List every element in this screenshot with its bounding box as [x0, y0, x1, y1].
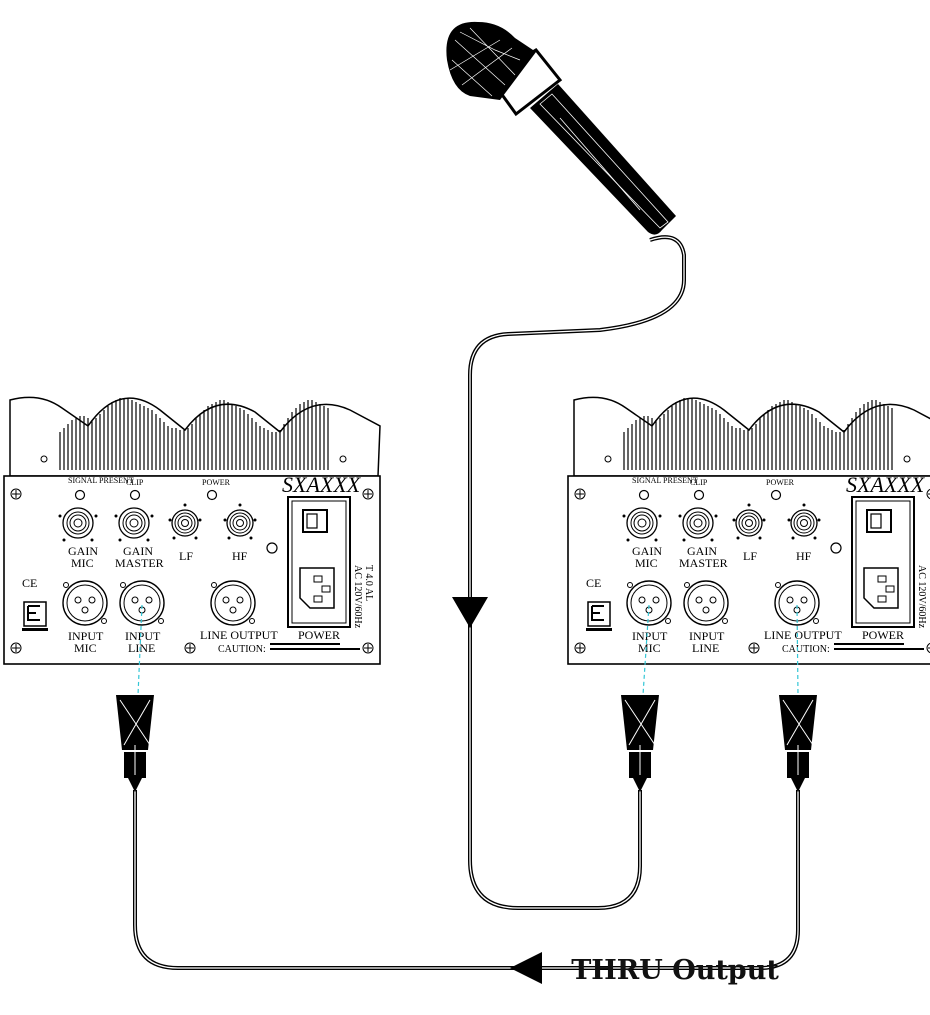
- input-line-label-1-right: INPUT: [689, 629, 725, 643]
- gain-mic-label-2-right: MIC: [635, 556, 658, 570]
- gain-master-label-1-left: GAIN: [123, 544, 153, 558]
- input-mic-label-1-right: INPUT: [632, 629, 668, 643]
- line-output-label-left: LINE OUTPUT: [200, 628, 278, 642]
- input-line-label-2-left: LINE: [128, 641, 155, 655]
- voltage-label-left: AC 120V/60Hz: [352, 565, 363, 629]
- input-mic-label-1-left: INPUT: [68, 629, 104, 643]
- model-label-right: SXAXXX: [846, 472, 926, 497]
- arrow-left-icon: [510, 952, 542, 984]
- xlr-plug-thru: [779, 695, 817, 792]
- input-mic-label-2-right: MIC: [638, 641, 661, 655]
- thru-cable: [133, 790, 800, 970]
- arrow-down-icon: [452, 597, 488, 628]
- lf-label-right: LF: [743, 549, 757, 563]
- input-line-label-1-left: INPUT: [125, 629, 161, 643]
- input-mic-label-2-left: MIC: [74, 641, 97, 655]
- signal-present-label-right: SIGNAL PRESENT: [632, 476, 698, 485]
- gain-mic-label-2-left: MIC: [71, 556, 94, 570]
- lf-label-left: LF: [179, 549, 193, 563]
- signal-line-thru: [796, 604, 799, 696]
- hf-label-right: HF: [796, 549, 812, 563]
- clip-label-left: CLIP: [126, 478, 144, 487]
- power-led-label-left: POWER: [202, 478, 231, 487]
- fuse-label-left: T 4.0 AL: [363, 565, 374, 601]
- power-led-label-right: POWER: [766, 478, 795, 487]
- cables: [133, 235, 800, 970]
- power-label-right: POWER: [862, 628, 904, 642]
- caution-label-left: CAUTION:: [218, 644, 266, 655]
- line-output-label-right: LINE OUTPUT: [764, 628, 842, 642]
- signal-line-mic: [642, 604, 650, 696]
- xlr-plug-mic: [621, 695, 659, 792]
- voltage-label-right: AC 120V/60Hz: [916, 565, 927, 629]
- ce-mark-left: CE: [22, 576, 37, 590]
- gain-master-label-2-right: MASTER: [679, 556, 728, 570]
- gain-mic-label-1-left: GAIN: [68, 544, 98, 558]
- thru-output-caption: THRU Output: [571, 955, 779, 986]
- ce-mark-right: CE: [586, 576, 601, 590]
- xlr-plug-left: [116, 695, 154, 792]
- microphone-icon: [446, 21, 676, 235]
- signal-line-left: [137, 604, 143, 696]
- model-label-left: SXAXXX: [282, 472, 362, 497]
- amplifier-right: SIGNAL PRESENT CLIP POWER SXAXXX GAIN MI…: [567, 396, 930, 665]
- gain-master-label-1-right: GAIN: [687, 544, 717, 558]
- signal-present-label-left: SIGNAL PRESENT: [68, 476, 134, 485]
- hf-label-left: HF: [232, 549, 248, 563]
- clip-label-right: CLIP: [690, 478, 708, 487]
- amplifier-left: SIGNAL PRESENT CLIP POWER SXAXXX GAIN MI…: [3, 396, 381, 665]
- caution-label-right: CAUTION:: [782, 644, 830, 655]
- input-line-label-2-right: LINE: [692, 641, 719, 655]
- power-label-left: POWER: [298, 628, 340, 642]
- gain-mic-label-1-right: GAIN: [632, 544, 662, 558]
- gain-master-label-2-left: MASTER: [115, 556, 164, 570]
